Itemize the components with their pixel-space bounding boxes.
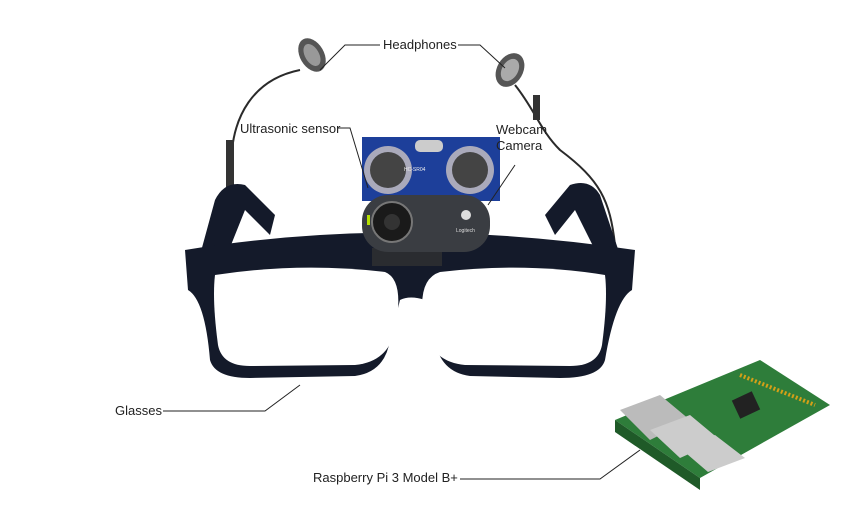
leader-lines: [163, 44, 641, 480]
ultrasonic-sensor-illustration: [362, 137, 500, 201]
webcam-label-line2: Camera: [496, 138, 543, 153]
webcam-brand-mark: Logitech: [456, 228, 475, 234]
webcam-illustration: [362, 195, 490, 266]
glasses-label: Glasses: [115, 403, 162, 418]
headphones-illustration: [226, 69, 616, 246]
ultrasonic-sensor-label: Ultrasonic sensor: [240, 121, 341, 136]
webcam-label-line1: Webcam: [496, 122, 548, 137]
raspberry-pi-label: Raspberry Pi 3 Model B+: [313, 470, 458, 485]
left-earbud: [298, 38, 326, 72]
raspberry-pi-illustration: [615, 360, 830, 490]
headphones-label: Headphones: [383, 37, 457, 52]
right-earbud: [495, 53, 525, 87]
webcam-label: Webcam Camera: [496, 122, 547, 154]
glasses-illustration: [185, 182, 635, 378]
sensor-model-mark: HC-SR04: [404, 167, 426, 173]
